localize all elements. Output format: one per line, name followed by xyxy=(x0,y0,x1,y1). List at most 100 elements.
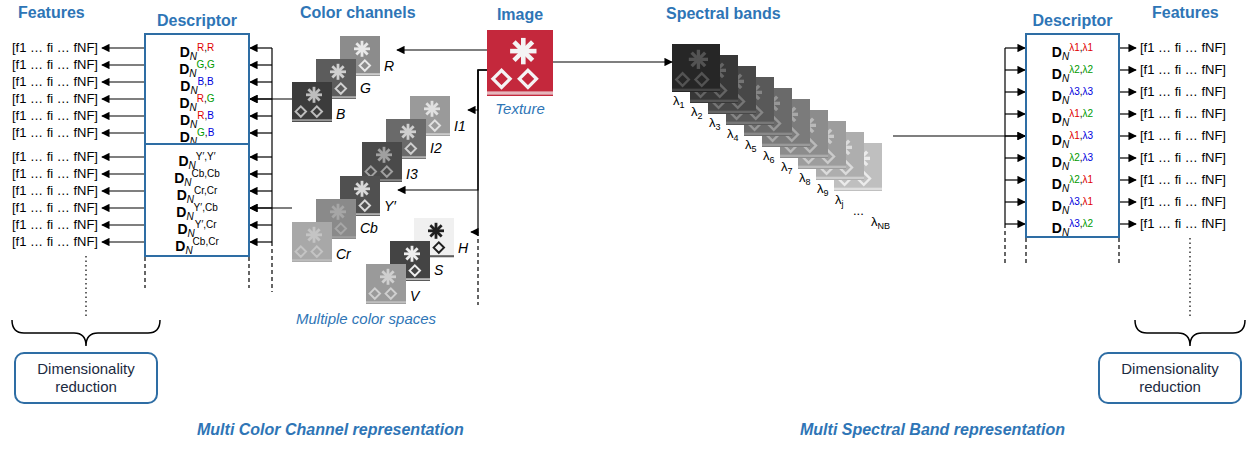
band-index: 1 xyxy=(680,100,685,110)
texture-thumbnail xyxy=(366,264,406,304)
descriptor-entry: DNλ1,λ3 xyxy=(1027,128,1118,153)
channel-index: λ3 xyxy=(1069,196,1080,207)
band-symbol: λ xyxy=(763,148,770,163)
feature-vector: [f1 … fi … fNF] xyxy=(1140,216,1226,232)
channel-index: λ1 xyxy=(1069,42,1080,53)
descriptor-continuation xyxy=(248,257,249,288)
texture-thumbnail xyxy=(292,222,332,262)
output-arrow xyxy=(102,132,144,133)
channel-index: λ1 xyxy=(1069,108,1080,119)
flow-arrow xyxy=(397,49,487,50)
descriptor-symbol: D xyxy=(180,44,190,60)
band-symbol: λ xyxy=(673,93,680,108)
group-note: Multiple color spaces xyxy=(296,310,436,328)
descriptor-continuation xyxy=(1118,238,1119,264)
texture-thumbnail xyxy=(487,30,553,96)
output-arrow xyxy=(102,81,144,82)
band-symbol: λ xyxy=(799,170,806,185)
channel-index: λ2 xyxy=(1083,218,1094,229)
section-heading: Descriptor xyxy=(1032,11,1112,30)
descriptor-superscript: Cb,Cb xyxy=(191,168,219,179)
channel-index: G xyxy=(197,59,205,70)
output-arrow xyxy=(102,173,144,174)
descriptor-continuation xyxy=(144,257,145,288)
feature-vector: [f1 … fi … fNF] xyxy=(1140,194,1226,210)
output-arrow xyxy=(102,98,144,99)
descriptor-superscript: λ1,λ3 xyxy=(1069,130,1093,141)
descriptor-symbol: D xyxy=(178,153,188,169)
output-arrow xyxy=(1120,201,1136,202)
spectral-stack: Spectral bandsλ1λ2λ3λ4λ5λ6λ7λ8λ9λj...λNB xyxy=(672,44,893,239)
channel-index: λ2 xyxy=(1069,152,1080,163)
feature-vector: [f1 … fi … fNF] xyxy=(1140,62,1226,78)
diamond-motif xyxy=(696,73,708,85)
input-arrow xyxy=(250,173,272,174)
descriptor-superscript: λ1,λ1 xyxy=(1069,42,1093,53)
band-symbol: λ xyxy=(691,104,698,119)
input-arrow xyxy=(250,241,272,242)
descriptor-entry: DNλ3,λ3 xyxy=(1027,84,1118,109)
output-arrow xyxy=(1120,47,1136,48)
descriptor-subscript: N xyxy=(1062,161,1069,172)
channel-label: G xyxy=(360,80,371,96)
texture-square xyxy=(366,264,406,304)
channel-label: Y′ xyxy=(384,198,396,214)
texture-band xyxy=(708,111,756,113)
feature-vector: [f1 … fi … fNF] xyxy=(1140,150,1226,166)
input-bus xyxy=(1004,224,1005,264)
diamond-motif xyxy=(360,60,370,70)
band-index: j xyxy=(842,199,844,209)
feature-vector: [f1 … fi … fNF] xyxy=(12,217,98,233)
descriptor-symbol: D xyxy=(1052,198,1062,214)
descriptor-subscript: N xyxy=(185,245,192,256)
texture-band xyxy=(487,91,553,94)
descriptor-symbol: D xyxy=(1052,176,1062,192)
descriptor-superscript: B,B xyxy=(198,76,214,87)
texture-square xyxy=(672,44,720,92)
channel-index: Cb xyxy=(193,236,206,247)
section-heading: Image xyxy=(497,5,543,24)
diamond-motif xyxy=(382,166,392,176)
channel-index: B xyxy=(207,76,214,87)
flow-arrow xyxy=(553,61,672,62)
texture-band xyxy=(798,166,846,168)
descriptor-subscript: N xyxy=(1062,227,1069,238)
input-arrow xyxy=(1005,113,1025,114)
descriptor-subscript: N xyxy=(187,194,194,205)
descriptor-entry: DNG,G xyxy=(146,57,248,82)
input-arrow xyxy=(1005,91,1025,92)
texture-square xyxy=(292,222,332,262)
channel-label: Cb xyxy=(360,220,378,236)
descriptor-subscript: N xyxy=(1062,51,1069,62)
snowflake-stroke xyxy=(332,66,343,77)
descriptor-symbol: D xyxy=(175,238,185,254)
feature-vector: [f1 … fi … fNF] xyxy=(12,74,98,90)
band-symbol: λ xyxy=(727,126,734,141)
snowflake-stroke xyxy=(308,89,319,100)
texture-band xyxy=(726,122,774,124)
channel-index: λ3 xyxy=(1069,86,1080,97)
diamond-motif xyxy=(336,83,346,93)
descriptor-superscript: R,R xyxy=(197,42,214,53)
snowflake-stroke xyxy=(356,183,367,194)
channel-index: R xyxy=(197,110,204,121)
band-symbol: λ xyxy=(817,181,824,196)
texture-band xyxy=(744,133,792,135)
descriptor-subscript: N xyxy=(190,102,197,113)
channel-index: Y′ xyxy=(207,151,216,162)
descriptor-symbol: D xyxy=(1052,132,1062,148)
descriptor-entry: DNλ1,λ1 xyxy=(1027,40,1118,65)
diamond-motif xyxy=(366,166,376,176)
channel-index: λ2 xyxy=(1083,108,1094,119)
section-heading: Spectral bands xyxy=(666,4,781,23)
channel-index: λ2 xyxy=(1083,64,1094,75)
band-symbol: λ xyxy=(871,214,878,229)
descriptor-entry: DNλ3,λ1 xyxy=(1027,194,1118,219)
output-arrow xyxy=(1120,69,1136,70)
snowflake-stroke xyxy=(430,225,441,236)
channel-index: R xyxy=(197,42,204,53)
band-label: λ4 xyxy=(727,127,739,141)
snowflake-stroke xyxy=(426,103,437,114)
channel-index: λ1 xyxy=(1083,174,1094,185)
section-heading: Descriptor xyxy=(157,11,237,30)
